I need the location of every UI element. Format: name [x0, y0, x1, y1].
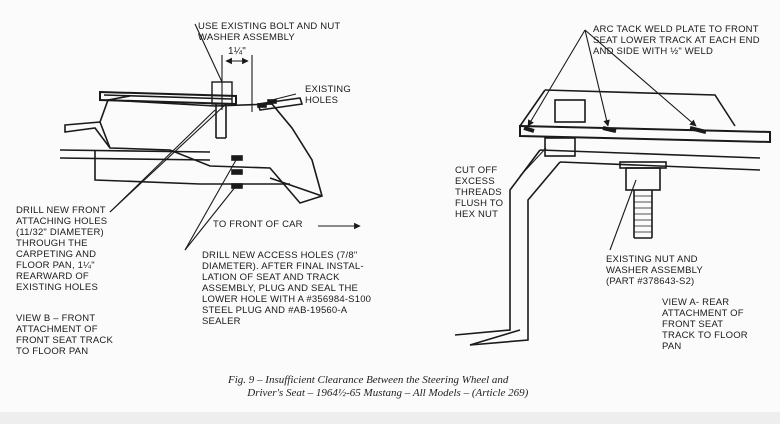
- seat-track-top-left: [519, 89, 546, 127]
- label-use-existing-bolt: USE EXISTING BOLT AND NUT WASHER ASSEMBL…: [198, 21, 341, 43]
- leader-access-2: [184, 185, 237, 251]
- leader-access-1: [184, 159, 237, 251]
- leader-bolt: [194, 23, 223, 83]
- floor-pan-outline: [64, 99, 323, 204]
- page-bottom-strip: [0, 412, 780, 424]
- seat-lower-track-plate: [519, 124, 771, 144]
- floor-line-2: [59, 157, 211, 161]
- seat-track-rail-inner: [103, 94, 233, 100]
- existing-hole-1: [257, 103, 267, 108]
- leader-weld-3: [584, 29, 697, 127]
- leader-existing-nut: [609, 179, 637, 251]
- existing-nut: [625, 167, 661, 191]
- access-hole-3: [231, 183, 243, 189]
- label-dimension: 1¼": [228, 46, 247, 57]
- leader-cut-off: [519, 147, 547, 177]
- leader-drill-front-2: [109, 103, 227, 213]
- upper-nut: [554, 99, 586, 123]
- access-hole-2: [231, 169, 243, 175]
- leader-existing-holes: [271, 93, 297, 101]
- label-drill-access-holes: DRILL NEW ACCESS HOLES (7/8" DIAMETER). …: [202, 250, 372, 327]
- weld-mark-1: [523, 126, 535, 133]
- bolt-shank: [215, 104, 227, 139]
- access-hole-1: [231, 155, 243, 161]
- label-arc-tack-weld: ARC TACK WELD PLATE TO FRONT SEAT LOWER …: [593, 24, 760, 57]
- seat-track-end: [256, 97, 304, 111]
- label-drill-new-front: DRILL NEW FRONT ATTACHING HOLES (11/32" …: [16, 205, 108, 293]
- weld-mark-2: [602, 126, 617, 133]
- existing-hole-2: [267, 99, 277, 104]
- seat-track-rail: [99, 90, 237, 106]
- washer: [619, 161, 667, 169]
- floor-line-3: [94, 150, 290, 185]
- leader-weld-1: [527, 29, 586, 127]
- view-a-drawing: [454, 89, 771, 346]
- label-cut-off-threads: CUT OFF EXCESS THREADS FLUSH TO HEX NUT: [455, 165, 504, 220]
- cut-off-hex-nut: [544, 137, 576, 157]
- weld-mark-3: [689, 126, 707, 134]
- figure-caption: Fig. 9 – Insufficient Clearance Between …: [228, 374, 529, 399]
- label-view-a-title: VIEW A- REAR ATTACHMENT OF FRONT SEAT TR…: [662, 297, 748, 352]
- floor-pan-line: [469, 329, 521, 346]
- view-a-leaders: [519, 29, 697, 251]
- floor-bracket: [454, 149, 761, 346]
- floor-line-4: [269, 177, 323, 197]
- bolt-threads: [634, 195, 652, 233]
- floor-pan-rib-2: [107, 95, 131, 101]
- leader-weld-2: [584, 29, 610, 127]
- view-b-leaders: [109, 23, 361, 251]
- label-view-b-title: VIEW B – FRONT ATTACHMENT OF FRONT SEAT …: [16, 313, 113, 357]
- floor-line-1: [59, 149, 211, 153]
- seat-track-top: [544, 89, 736, 127]
- label-existing-nut-washer: EXISTING NUT AND WASHER ASSEMBLY (PART #…: [606, 254, 703, 287]
- label-to-front-of-car: TO FRONT OF CAR: [213, 219, 303, 230]
- floor-pan-rib: [99, 121, 111, 149]
- view-b-drawing: [59, 81, 323, 204]
- label-existing-holes: EXISTING HOLES: [305, 84, 351, 106]
